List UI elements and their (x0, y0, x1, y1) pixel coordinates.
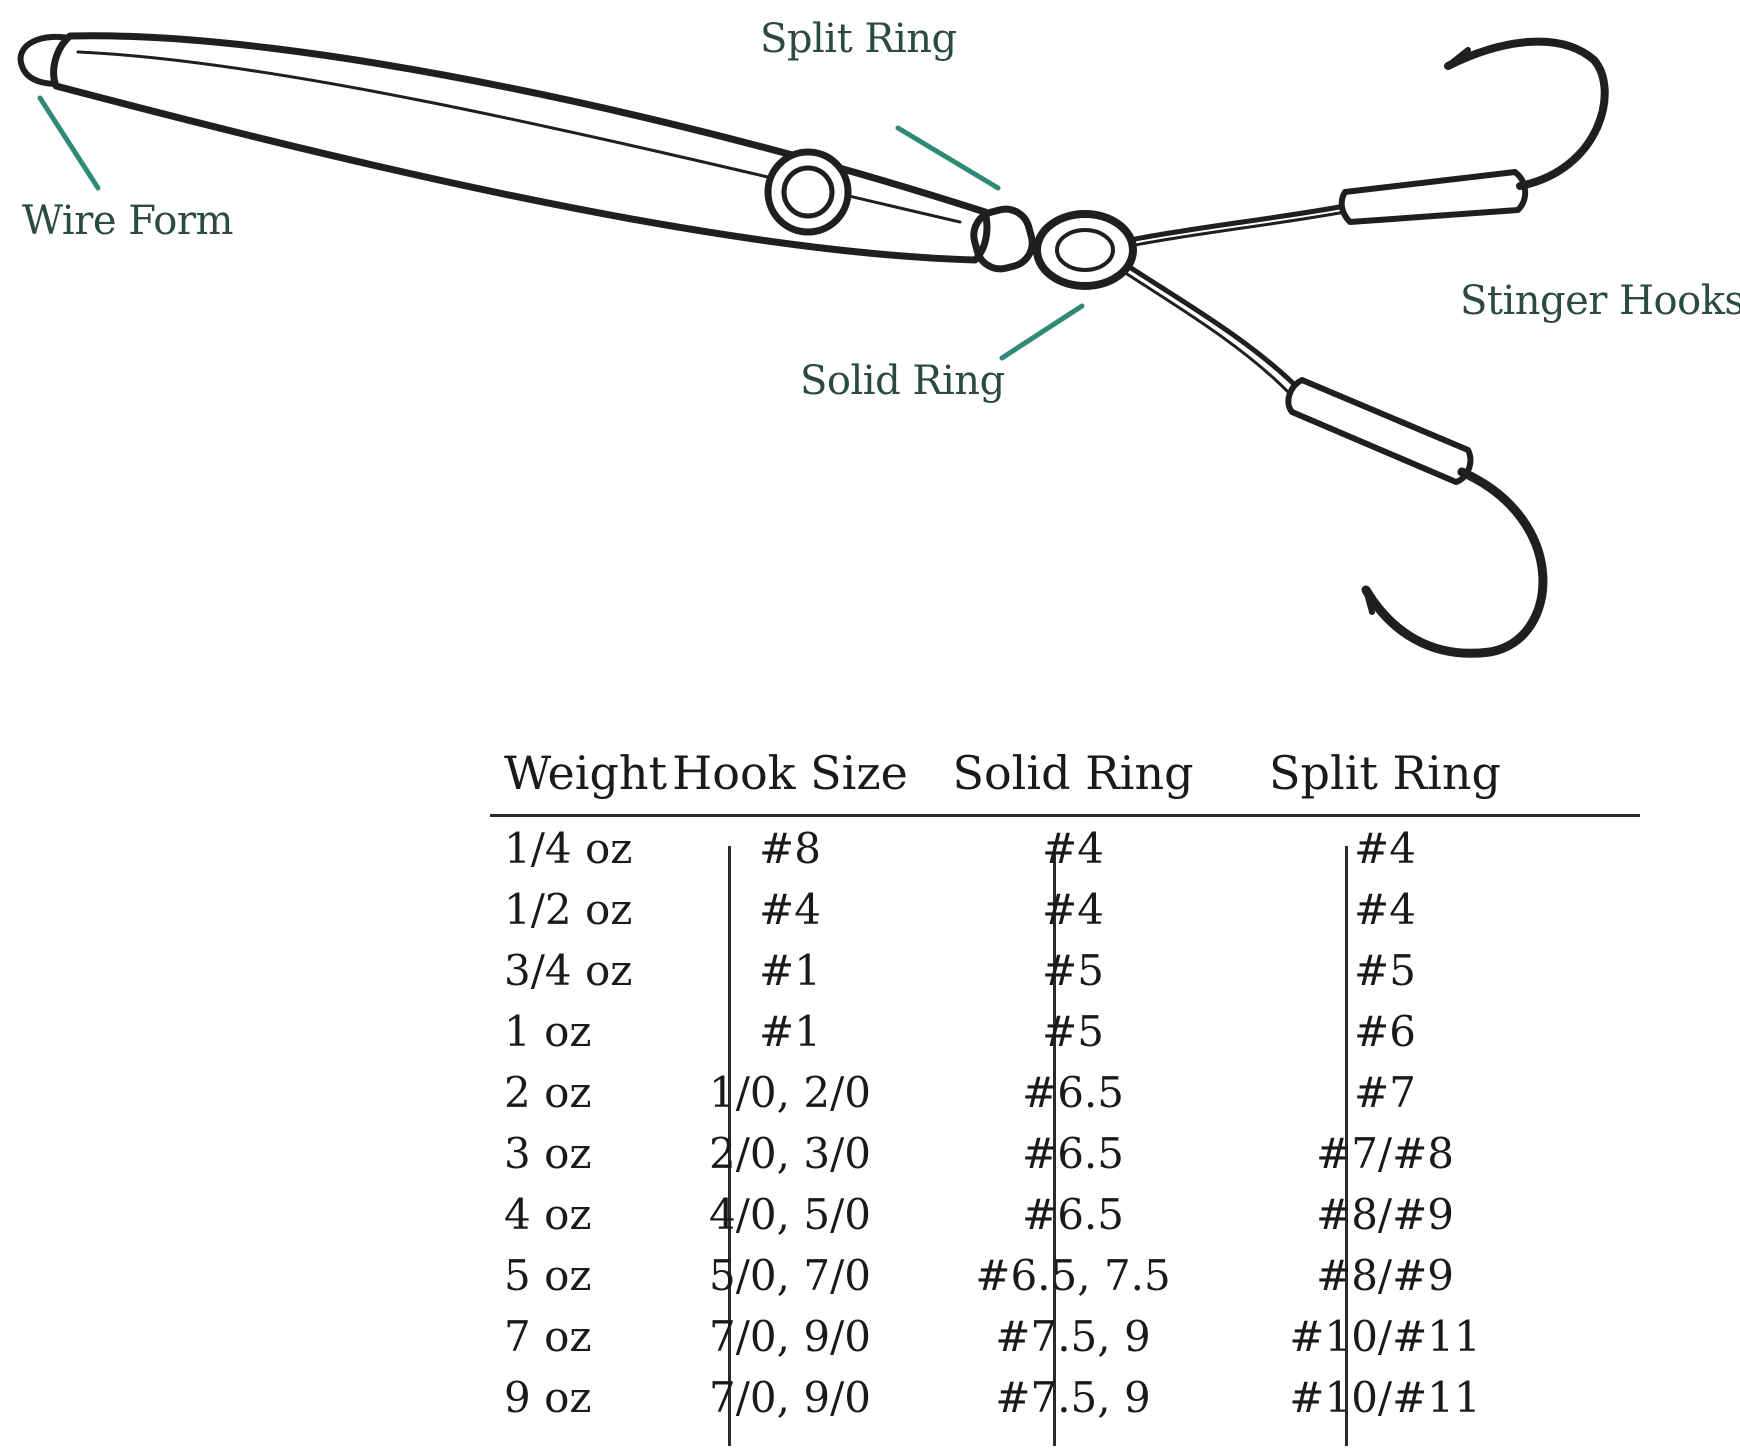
cell-split-ring-text: #4 (1354, 824, 1416, 873)
header-hook-size-text: Hook Size (672, 746, 908, 800)
cell-solid-ring-text: #7.5, 9 (995, 1373, 1151, 1422)
cell-solid-ring-text: #6.5 (1022, 1190, 1124, 1239)
cell-weight-text: 4 oz (504, 1190, 592, 1239)
cell-hook-size-text: 7/0, 9/0 (709, 1312, 871, 1361)
cell-weight: 2 oz (504, 1068, 592, 1117)
wire-form-loop (17, 33, 81, 87)
cell-weight: 1 oz (504, 1007, 592, 1056)
cell-solid-ring-text: #4 (1042, 885, 1104, 934)
upper-hook (1444, 37, 1609, 190)
cell-weight: 7 oz (504, 1312, 592, 1361)
cell-hook-size-text: 7/0, 9/0 (709, 1373, 871, 1422)
cell-solid-ring-text: #7.5, 9 (995, 1312, 1151, 1361)
cell-split-ring-text: #10/#11 (1289, 1373, 1481, 1422)
jig-eye (764, 148, 852, 236)
wire-form-label: Wire Form (22, 198, 233, 244)
cell-hook-size-text: 1/0, 2/0 (709, 1068, 871, 1117)
cell-solid-ring-text: #6.5, 7.5 (975, 1251, 1171, 1300)
cell-split-ring-text: #4 (1354, 885, 1416, 934)
cell-weight-text: 3/4 oz (504, 946, 633, 995)
header-weight: Weight (504, 746, 668, 800)
size-table: Weight Hook Size Solid Ring Split Ring 1… (490, 746, 1640, 1446)
stinger-hooks-label: Stinger Hooks (1460, 278, 1740, 324)
cell-weight-text: 9 oz (504, 1373, 592, 1422)
cell-hook-size-text: 4/0, 5/0 (709, 1190, 871, 1239)
lower-assist-line (1125, 263, 1303, 393)
cell-solid-ring-text: #4 (1042, 824, 1104, 873)
jig-diagram (17, 32, 1609, 658)
cell-weight-text: 2 oz (504, 1068, 592, 1117)
cell-weight: 1/2 oz (504, 885, 632, 934)
lower-hook (1361, 467, 1548, 658)
cell-weight: 5 oz (504, 1251, 592, 1300)
lower-sleeve (1285, 377, 1474, 485)
cell-split-ring-text: #5 (1354, 946, 1416, 995)
jig-body (50, 32, 991, 264)
cell-weight: 4 oz (504, 1190, 592, 1239)
solid-ring-label: Solid Ring (800, 358, 1005, 404)
cell-hook-size-text: #4 (759, 885, 821, 934)
cell-hook-size-text: #1 (759, 1007, 821, 1056)
cell-solid-ring-text: #5 (1042, 1007, 1104, 1056)
cell-split-ring-text: #8/#9 (1316, 1190, 1454, 1239)
cell-weight-text: 7 oz (504, 1312, 592, 1361)
cell-hook-size-text: #1 (759, 946, 821, 995)
header-rule (490, 814, 1640, 817)
cell-weight: 9 oz (504, 1373, 592, 1422)
cell-split-ring-text: #7 (1354, 1068, 1416, 1117)
cell-weight-text: 1 oz (504, 1007, 592, 1056)
header-split-ring-text: Split Ring (1269, 746, 1501, 800)
upper-sleeve (1338, 169, 1529, 225)
cell-hook-size-text: #8 (759, 824, 821, 873)
upper-assist-line (1127, 203, 1348, 243)
cell-split-ring-text: #6 (1354, 1007, 1416, 1056)
cell-hook-size-text: 5/0, 7/0 (709, 1251, 871, 1300)
split-ring-label: Split Ring (760, 16, 957, 62)
column-divider-3 (1345, 846, 1348, 1446)
solid-ring-callout-line (999, 303, 1085, 361)
column-divider-2 (1053, 846, 1056, 1446)
cell-solid-ring-text: #6.5 (1022, 1129, 1124, 1178)
column-divider-1 (728, 846, 731, 1446)
cell-hook-size-text: 2/0, 3/0 (709, 1129, 871, 1178)
cell-solid-ring-text: #5 (1042, 946, 1104, 995)
cell-weight: 1/4 oz (504, 824, 632, 873)
cell-weight-text: 1/4 oz (504, 824, 633, 873)
jig-eye-inner (781, 165, 835, 219)
cell-weight-text: 3 oz (504, 1129, 592, 1178)
cell-weight-text: 5 oz (504, 1251, 592, 1300)
cell-weight-text: 1/2 oz (504, 885, 633, 934)
wire-form-callout-line (37, 95, 101, 191)
split-ring-callout-line (895, 125, 1001, 191)
cell-split-ring-text: #7/#8 (1316, 1129, 1454, 1178)
cell-solid-ring-text: #6.5 (1022, 1068, 1124, 1117)
solid-ring-shape (970, 205, 1036, 273)
cell-weight: 3 oz (504, 1129, 592, 1178)
cell-split-ring-text: #8/#9 (1316, 1251, 1454, 1300)
cell-weight: 3/4 oz (504, 946, 632, 995)
split-ring-shape (1033, 210, 1137, 290)
cell-split-ring-text: #10/#11 (1289, 1312, 1481, 1361)
header-solid-ring-text: Solid Ring (952, 746, 1194, 800)
